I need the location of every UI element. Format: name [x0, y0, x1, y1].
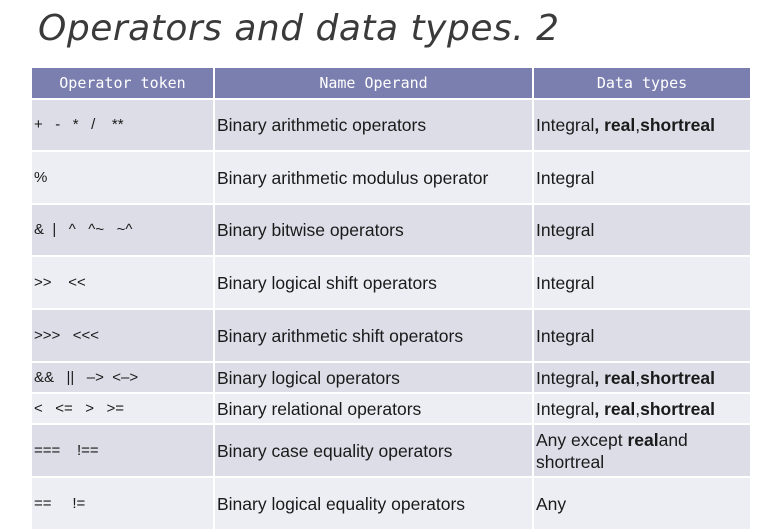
operand-name-cell: Binary case equality operators — [213, 423, 534, 478]
data-types-cell: Integral — [532, 203, 752, 257]
data-type-text: shortreal — [640, 398, 716, 419]
data-type-text: Integral — [536, 115, 595, 135]
operand-name-cell: Binary arithmetic operators — [213, 98, 534, 152]
data-type-text: Integral — [536, 272, 595, 293]
operator-token-cell: < <= > >= — [30, 392, 215, 425]
operator-token-cell: % — [30, 150, 215, 205]
data-types-cell: Any except realand shortreal — [532, 423, 752, 478]
data-type-text: Integral — [536, 220, 595, 240]
data-types-cell: Integral, real,shortreal — [532, 392, 752, 425]
data-type-text: , real — [594, 367, 636, 388]
operator-token-cell: + - * / ** — [30, 98, 215, 152]
data-types-cell: Integral — [532, 150, 752, 205]
data-type-text: and shortreal — [536, 429, 688, 472]
data-types-cell: Integral — [532, 308, 752, 363]
operand-name-cell: Binary logical operators — [213, 361, 534, 394]
data-type-text: Integral — [536, 167, 595, 188]
operator-token-cell: == != — [30, 476, 215, 531]
data-type-text: Any — [536, 493, 567, 514]
data-type-text: , — [635, 367, 641, 388]
operand-name-cell: Binary logical shift operators — [213, 255, 534, 310]
data-types-cell: Integral, real,shortreal — [532, 361, 752, 394]
data-type-text: shortreal — [640, 367, 716, 388]
data-types-cell: Integral — [532, 255, 752, 310]
operand-name-cell: Binary relational operators — [213, 392, 534, 425]
data-type-text: real — [627, 429, 659, 450]
operator-token-cell: && || –> <–> — [30, 361, 215, 394]
data-type-text: , — [635, 115, 641, 135]
header-name-operand: Name Operand — [213, 66, 534, 100]
data-type-text: Any except — [536, 429, 628, 450]
operators-table: Operator token Name Operand Data types +… — [30, 66, 752, 531]
operand-name-cell: Binary arithmetic shift operators — [213, 308, 534, 363]
data-types-cell: Any — [532, 476, 752, 531]
operator-token-cell: === !== — [30, 423, 215, 478]
header-operator-token: Operator token — [30, 66, 215, 100]
operand-name-cell: Binary arithmetic modulus operator — [213, 150, 534, 205]
operand-name-cell: Binary bitwise operators — [213, 203, 534, 257]
data-type-text: Integral — [536, 367, 595, 388]
operator-token-cell: >>> <<< — [30, 308, 215, 363]
header-data-types: Data types — [532, 66, 752, 100]
data-types-cell: Integral, real,shortreal — [532, 98, 752, 152]
data-type-text: shortreal — [640, 115, 716, 135]
data-type-text: , — [635, 398, 641, 419]
data-type-text: , real — [594, 398, 636, 419]
data-type-text: Integral — [536, 325, 595, 346]
table-row: >>> <<<Binary arithmetic shift operators… — [30, 308, 752, 363]
slide-title: Operators and data types. 2 — [38, 8, 560, 49]
operand-name-cell: Binary logical equality operators — [213, 476, 534, 531]
operator-token-cell: & | ^ ^~ ~^ — [30, 203, 215, 257]
table-header-row: Operator token Name Operand Data types — [30, 66, 752, 100]
data-type-text: Integral — [536, 398, 595, 419]
operator-token-cell: >> << — [30, 255, 215, 310]
data-type-text: , real — [594, 115, 636, 135]
